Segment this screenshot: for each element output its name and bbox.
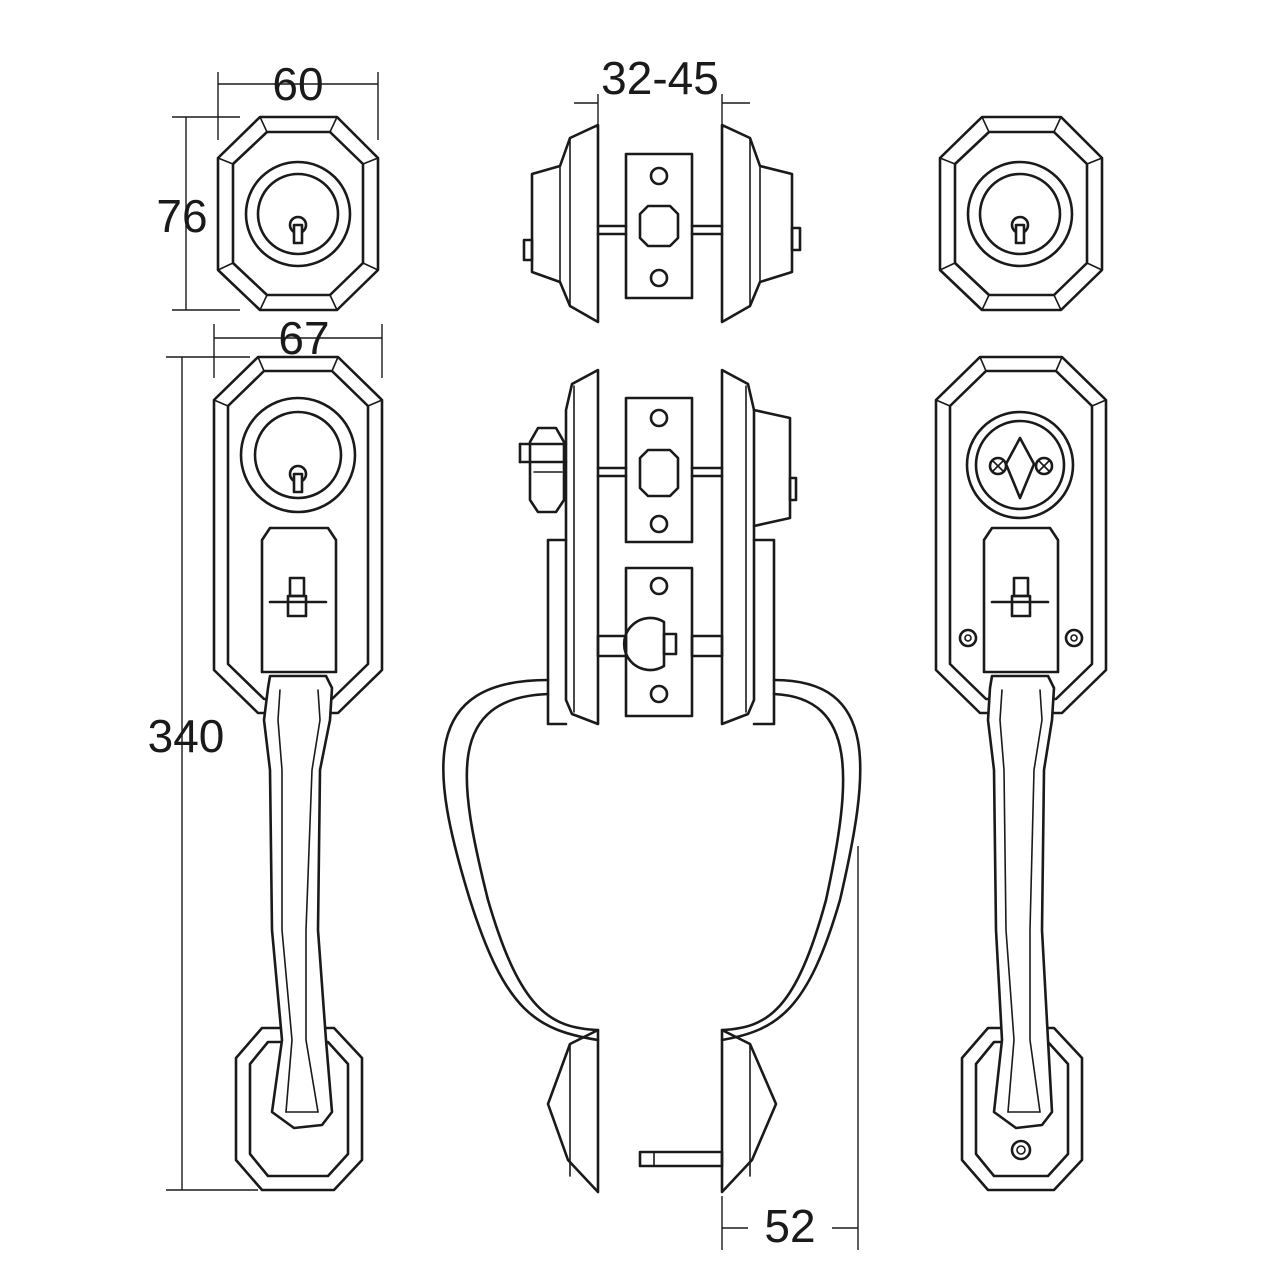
dimension-height-top bbox=[172, 116, 240, 311]
left-handleset-exterior bbox=[212, 355, 384, 1192]
dimension-label-height-top: 76 bbox=[156, 190, 207, 242]
dimension-width-handle bbox=[213, 324, 383, 378]
dimension-label-door-thickness: 32-45 bbox=[601, 52, 719, 104]
left-deadbolt-escutcheon bbox=[216, 115, 380, 312]
keyhole-icon bbox=[288, 215, 308, 245]
screw-icon bbox=[1010, 1139, 1032, 1161]
dimension-height-handle bbox=[166, 356, 258, 1191]
screw-icon bbox=[958, 628, 978, 648]
center-handleset-side-view bbox=[442, 368, 862, 1194]
keyhole-icon bbox=[288, 464, 308, 494]
screw-icon bbox=[1034, 456, 1054, 476]
center-deadbolt-side-view bbox=[522, 123, 802, 324]
dimension-label-handle-projection: 52 bbox=[764, 1200, 815, 1252]
dimension-handle-projection bbox=[721, 846, 859, 1250]
dimension-label-width-top: 60 bbox=[272, 58, 323, 110]
dimension-label-width-handle: 67 bbox=[278, 312, 329, 364]
dimension-label-height-handle: 340 bbox=[148, 710, 225, 762]
dimension-door-thickness bbox=[574, 94, 750, 130]
screw-icon bbox=[988, 456, 1008, 476]
keyhole-icon bbox=[1010, 215, 1030, 245]
right-deadbolt-escutcheon bbox=[938, 115, 1104, 312]
dimension-width-top bbox=[217, 72, 379, 140]
right-handleset-interior bbox=[934, 355, 1108, 1192]
screw-icon bbox=[1064, 628, 1084, 648]
